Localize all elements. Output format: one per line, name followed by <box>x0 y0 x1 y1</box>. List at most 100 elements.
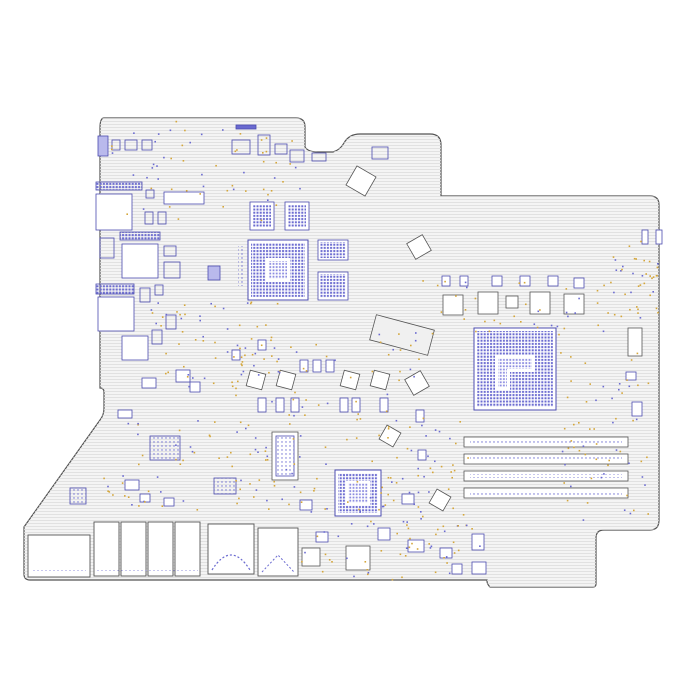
test-point <box>267 193 269 196</box>
test-point <box>550 324 553 327</box>
test-point <box>446 562 448 564</box>
test-point <box>249 483 251 485</box>
test-point <box>200 133 203 136</box>
test-point <box>236 431 238 433</box>
cpu-socket <box>473 327 557 411</box>
test-point <box>371 370 374 373</box>
test-point <box>325 355 328 358</box>
test-point <box>111 152 114 154</box>
test-point <box>184 313 186 316</box>
test-point <box>657 263 659 265</box>
test-point <box>189 141 191 144</box>
test-point <box>525 303 527 306</box>
test-point <box>266 455 269 458</box>
test-point <box>636 306 638 308</box>
test-point <box>628 462 630 465</box>
test-point <box>573 423 575 426</box>
test-point <box>210 302 212 305</box>
test-point <box>203 377 206 380</box>
test-point <box>488 330 491 333</box>
test-point <box>414 339 417 342</box>
test-point <box>240 373 243 376</box>
test-point <box>179 463 182 465</box>
test-point <box>452 541 455 544</box>
test-point <box>150 309 153 311</box>
test-point <box>632 272 634 275</box>
test-point <box>293 486 296 488</box>
test-point <box>443 530 446 533</box>
test-point <box>179 313 181 316</box>
test-point <box>417 506 420 508</box>
test-point <box>150 187 153 190</box>
test-point <box>602 385 605 388</box>
test-point <box>185 190 188 192</box>
test-point <box>444 280 446 283</box>
test-point <box>178 429 181 432</box>
test-point <box>138 505 140 507</box>
test-point <box>450 471 452 473</box>
test-point <box>428 543 430 545</box>
test-point <box>235 387 237 390</box>
test-point <box>357 413 359 415</box>
test-point <box>451 476 453 479</box>
test-point <box>651 277 653 280</box>
test-point <box>199 193 201 195</box>
test-point <box>324 508 326 510</box>
test-point <box>465 524 468 527</box>
test-point <box>648 260 651 263</box>
test-point <box>202 185 205 188</box>
test-point <box>381 505 384 508</box>
test-point <box>186 376 189 378</box>
test-point <box>359 418 362 420</box>
test-point <box>622 265 624 268</box>
test-point <box>246 302 249 304</box>
test-point <box>619 450 622 453</box>
test-point <box>435 533 437 536</box>
test-point <box>156 165 158 167</box>
test-point <box>407 527 410 530</box>
test-point <box>384 504 387 506</box>
test-point <box>222 129 224 131</box>
test-point <box>254 448 257 451</box>
test-point <box>603 284 605 287</box>
test-point <box>289 163 291 165</box>
test-point <box>582 445 585 447</box>
test-point <box>264 450 267 452</box>
test-point <box>428 491 430 493</box>
test-point <box>652 291 654 293</box>
test-point <box>429 547 432 549</box>
test-point <box>410 344 412 347</box>
test-point <box>321 570 324 573</box>
test-point <box>147 490 150 493</box>
test-point <box>234 150 237 153</box>
test-point <box>420 511 422 513</box>
test-point <box>316 477 318 480</box>
test-point <box>647 382 650 385</box>
test-point <box>445 556 448 558</box>
test-point <box>324 553 327 556</box>
test-point <box>241 364 243 367</box>
test-point <box>423 475 425 478</box>
test-point <box>292 438 295 440</box>
test-point <box>233 356 235 358</box>
test-point <box>420 518 422 520</box>
test-point <box>628 385 631 388</box>
test-point <box>168 206 171 208</box>
test-point <box>349 376 352 379</box>
test-point <box>518 282 521 284</box>
test-point <box>402 520 405 523</box>
test-point <box>440 311 443 313</box>
test-point <box>378 434 380 437</box>
test-point <box>260 219 263 222</box>
test-point <box>620 315 623 318</box>
test-point <box>239 347 241 350</box>
test-point <box>584 453 587 456</box>
test-point <box>304 551 306 554</box>
test-point <box>639 284 642 286</box>
test-point <box>325 463 327 465</box>
test-point <box>565 311 568 314</box>
test-point <box>643 282 646 285</box>
test-point <box>453 552 456 554</box>
test-point <box>231 184 234 187</box>
top-left-components <box>95 124 389 361</box>
